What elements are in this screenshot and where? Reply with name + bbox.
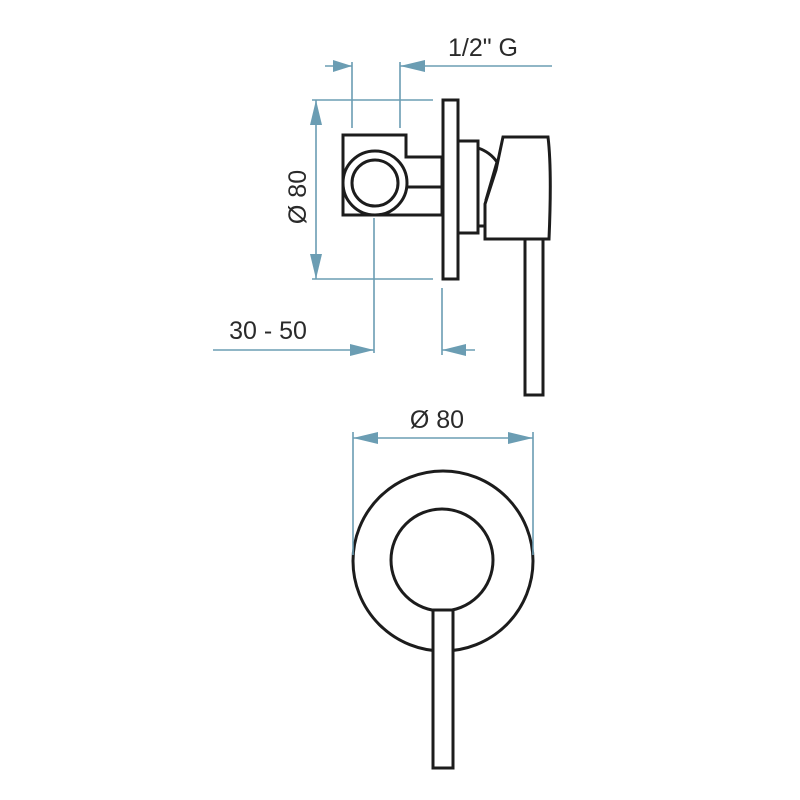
depth-label: 30 - 50 (229, 317, 307, 345)
arrow-icon (400, 60, 425, 72)
handle-circle (389, 507, 495, 613)
arrow-icon (353, 432, 378, 444)
side-view (341, 98, 552, 397)
front-view (351, 469, 535, 770)
front-diameter-dimension: Ø 80 (352, 406, 534, 555)
arrow-icon (508, 432, 533, 444)
lever (523, 237, 545, 397)
wall-plate (441, 98, 460, 281)
front-diameter-label: Ø 80 (410, 406, 464, 434)
arrow-icon (442, 344, 466, 356)
thread-dimension: 1/2" G (325, 34, 552, 128)
side-diameter-dimension: Ø 80 (284, 99, 433, 280)
nut (456, 139, 480, 235)
arrow-icon (333, 60, 352, 72)
depth-dimension: 30 - 50 (213, 218, 475, 356)
side-diameter-label: Ø 80 (284, 170, 312, 224)
arrow-icon (350, 344, 374, 356)
arrow-icon (310, 254, 322, 279)
inlet-inner-circle (350, 158, 400, 208)
arrow-icon (310, 100, 322, 125)
front-lever (431, 608, 455, 770)
thread-label: 1/2" G (448, 34, 518, 62)
handle-body (483, 135, 552, 241)
